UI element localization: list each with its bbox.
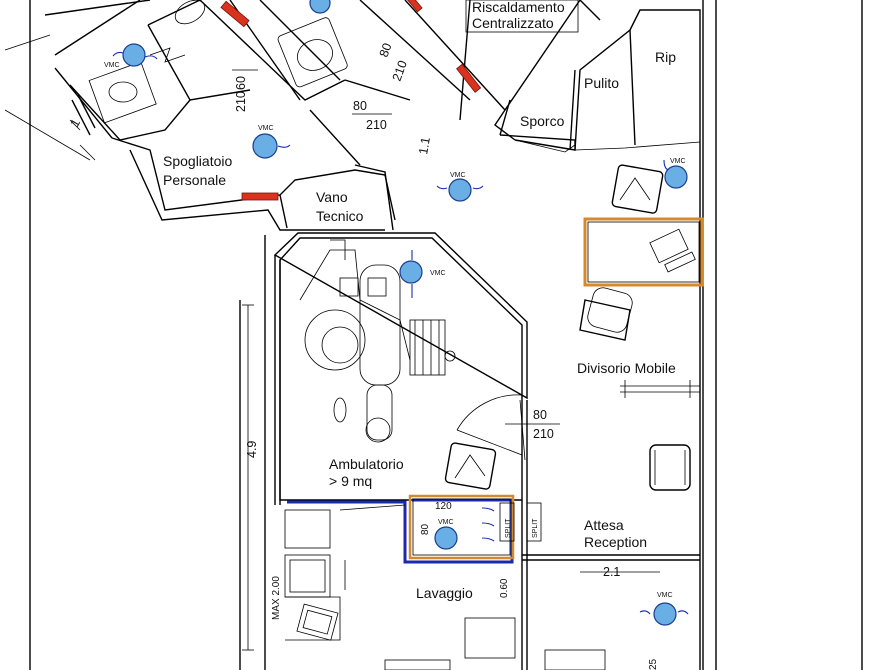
vmc-unit-1 xyxy=(112,43,158,67)
upper-left-walls xyxy=(44,0,516,231)
dim-210-a: 210 xyxy=(234,91,248,112)
dim-120: 120 xyxy=(435,501,452,512)
vmc-unit-2 xyxy=(309,0,331,14)
dim-0-60: 0.60 xyxy=(499,578,510,598)
label-riscaldamento-2: Centralizzato xyxy=(472,15,554,31)
vmc-label-6: VMC xyxy=(430,270,446,277)
ambulatorio-chair xyxy=(444,442,497,490)
vmc-label-3: VMC xyxy=(258,125,274,132)
building-outline xyxy=(29,0,863,670)
vmc-unit-6 xyxy=(399,250,423,298)
vmc-label-5: VMC xyxy=(670,158,686,165)
label-vano-1: Vano xyxy=(316,189,348,205)
label-ambulatorio-2: > 9 mq xyxy=(329,473,372,489)
dental-chair xyxy=(299,239,456,443)
label-vano-2: Tecnico xyxy=(316,208,364,224)
dim-1-1: 1.1 xyxy=(416,136,433,156)
dim-80-c: 80 xyxy=(533,408,547,422)
ambulatorio-door xyxy=(456,394,526,461)
vmc-label-4: VMC xyxy=(450,172,466,179)
vmc-unit-4 xyxy=(436,178,484,202)
vmc-label-8: VMC xyxy=(657,592,673,599)
label-attesa-1: Attesa xyxy=(584,517,624,533)
split-unit-2: SPLIT xyxy=(526,502,542,542)
split-unit-1: SPLIT xyxy=(499,502,515,542)
dim-80-d: 80 xyxy=(420,523,431,535)
dim-80-b: 80 xyxy=(353,99,367,113)
ambulatorio-room xyxy=(273,232,528,505)
section-marks xyxy=(4,34,96,161)
dim-80-a: 80 xyxy=(377,41,395,59)
service-rooms xyxy=(459,0,701,153)
reception-desk xyxy=(583,217,704,287)
bathroom-fixtures xyxy=(88,0,348,124)
reception-area xyxy=(521,150,701,670)
label-attesa-2: Reception xyxy=(584,534,647,550)
label-rip: Rip xyxy=(655,49,676,65)
split-label-2: SPLIT xyxy=(532,518,539,538)
heaters xyxy=(220,0,482,201)
vmc-unit-3 xyxy=(252,133,291,159)
dim-max: MAX 2.00 xyxy=(271,576,282,620)
label-lavaggio: Lavaggio xyxy=(416,585,473,601)
dim-25: 25 xyxy=(648,658,659,670)
vmc-unit-7 xyxy=(434,507,495,550)
label-pulito: Pulito xyxy=(584,75,619,91)
vmc-unit-8 xyxy=(639,602,689,626)
dim-60: 60 xyxy=(234,76,248,90)
label-sporco: Sporco xyxy=(520,113,565,129)
lavaggio-room xyxy=(284,494,606,670)
reception-chairs xyxy=(579,164,691,491)
dim-210-b: 210 xyxy=(390,59,410,83)
dim-4-9: 4.9 xyxy=(245,441,259,458)
split-label-1: SPLIT xyxy=(505,518,512,538)
vmc-label-7: VMC xyxy=(438,519,454,526)
dim-210-d: 210 xyxy=(533,427,554,441)
label-spogliatoio-2: Personale xyxy=(163,172,226,188)
label-riscaldamento-1: Riscaldamento xyxy=(472,0,565,15)
dim-210-c: 210 xyxy=(366,118,387,132)
label-divisorio: Divisorio Mobile xyxy=(577,360,676,376)
vmc-label-1: VMC xyxy=(104,62,120,69)
label-ambulatorio-1: Ambulatorio xyxy=(329,456,404,472)
vmc-unit-5 xyxy=(663,159,688,189)
dim-2-1: 2.1 xyxy=(603,565,620,579)
label-spogliatoio-1: Spogliatoio xyxy=(163,153,232,169)
riscaldamento-box xyxy=(465,0,579,33)
